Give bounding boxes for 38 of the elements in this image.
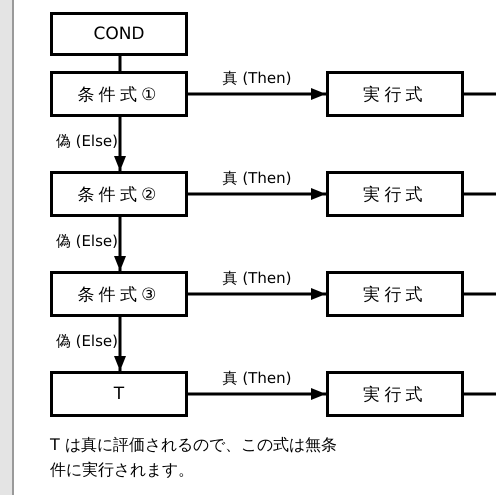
process-box [326, 171, 464, 217]
edge-label: 真 (Then) [222, 269, 292, 287]
box-text: 実行式 [363, 184, 427, 206]
box-text: 実行式 [363, 384, 427, 406]
arrow [188, 188, 326, 200]
process-box [50, 371, 188, 417]
arrow [114, 317, 126, 371]
arrow [188, 388, 326, 400]
edge-label: 偽 (Else) [56, 332, 118, 350]
arrow [114, 117, 126, 171]
process-box [326, 371, 464, 417]
process-box [50, 71, 188, 117]
connector-line [118, 56, 122, 71]
box-text: 条件式① [77, 84, 161, 106]
box-text: COND [93, 24, 145, 44]
box-text: 実行式 [363, 84, 427, 106]
edge-label: 偽 (Else) [56, 132, 118, 150]
box-text: 条件式② [77, 184, 161, 206]
arrow [114, 217, 126, 271]
process-box [50, 171, 188, 217]
edge-label: 真 (Then) [222, 369, 292, 387]
connector-line [464, 192, 496, 196]
arrow [188, 88, 326, 100]
edge-label: 偽 (Else) [56, 232, 118, 250]
process-box [50, 271, 188, 317]
connector-line [464, 392, 496, 396]
connector-line [464, 92, 496, 96]
note-text: T は真に評価されるので、この式は無条件に実行されます。 [50, 434, 338, 481]
edge-label: 真 (Then) [222, 69, 292, 87]
connector-line [464, 292, 496, 296]
box-text: 条件式③ [77, 284, 161, 306]
edge-label: 真 (Then) [222, 169, 292, 187]
process-box [326, 71, 464, 117]
arrow [188, 288, 326, 300]
process-box [50, 12, 188, 56]
box-text: 実行式 [363, 284, 427, 306]
box-text: T [114, 384, 124, 404]
process-box [326, 271, 464, 317]
